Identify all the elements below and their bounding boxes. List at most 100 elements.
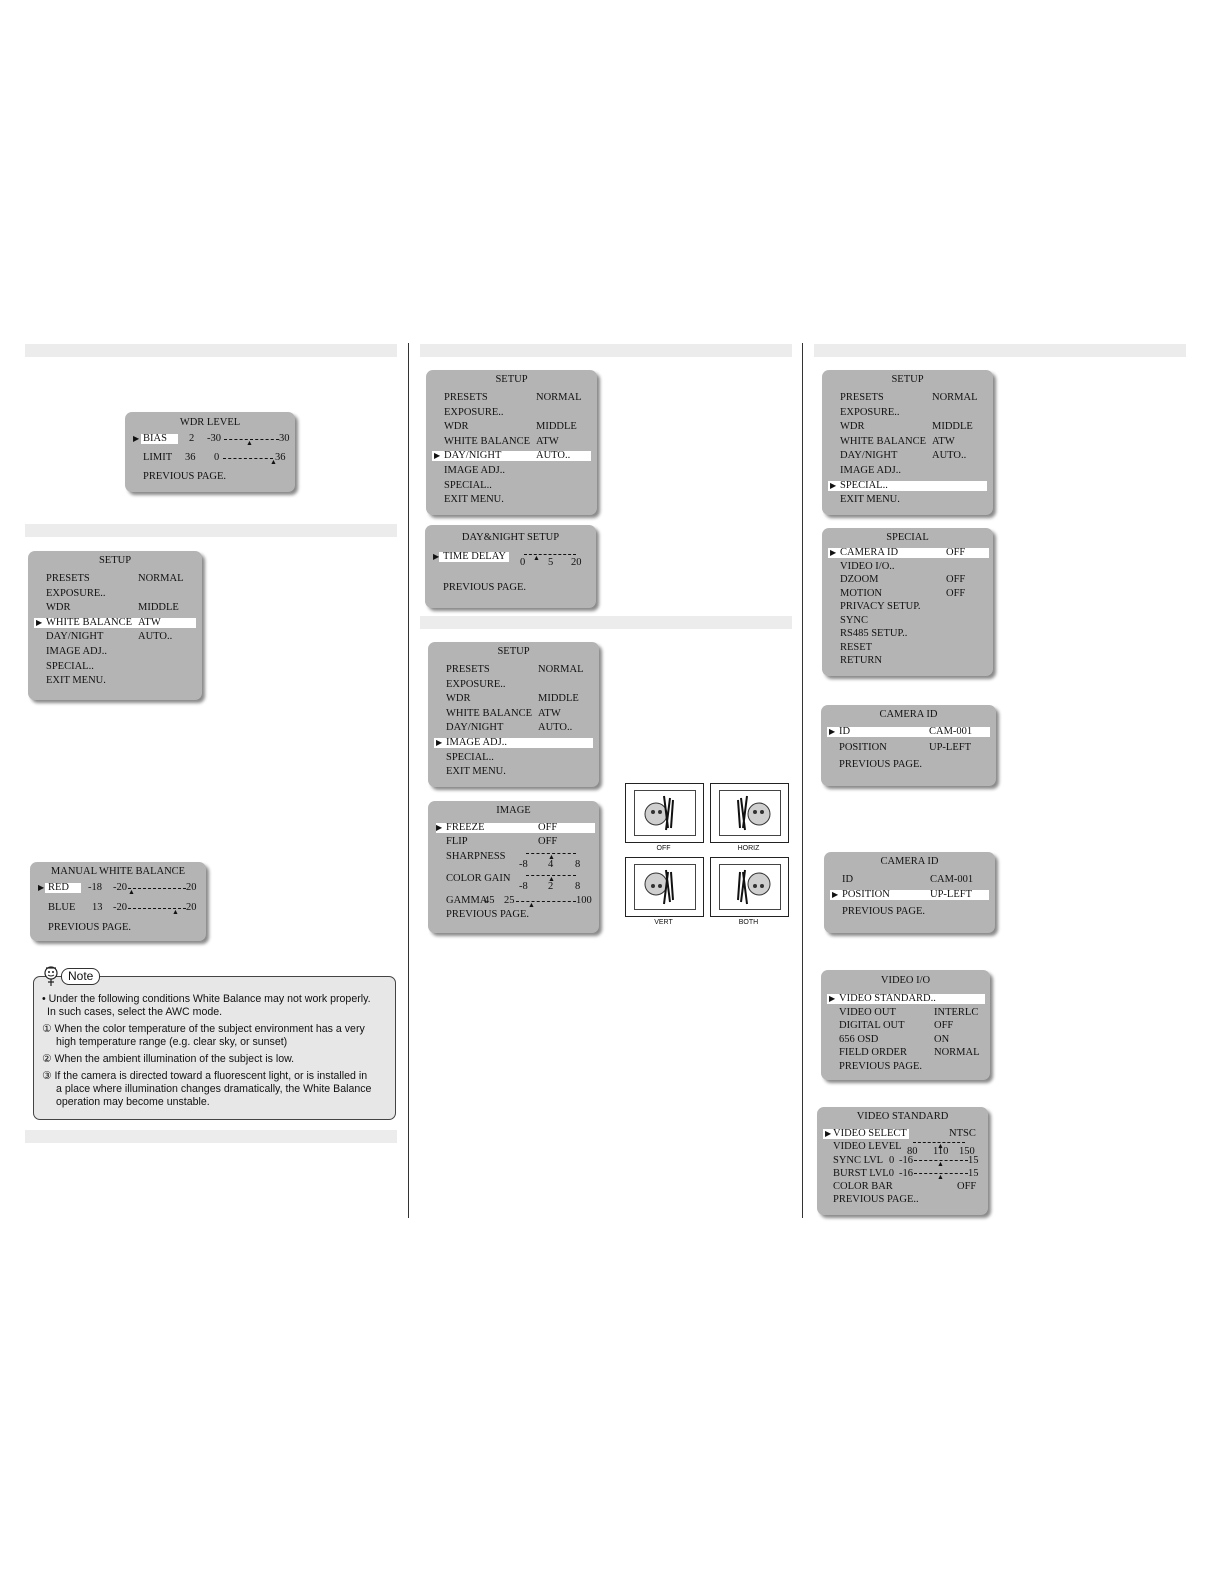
video-io-item-value: INTERLC	[934, 1006, 979, 1018]
setup-menu-item[interactable]: SPECIAL..	[46, 660, 196, 673]
setup-menu-item[interactable]: EXPOSURE..	[840, 406, 990, 419]
flip-row[interactable]: FLIP OFF	[446, 835, 596, 848]
previous-page-item[interactable]: PREVIOUS PAGE..	[833, 1194, 919, 1205]
color-gain-scale	[526, 875, 576, 876]
pointer-icon: ▶	[433, 552, 440, 561]
setup-menu-item[interactable]: IMAGE ADJ..	[840, 464, 990, 477]
special-menu-item[interactable]: RS485 SETUP..	[840, 627, 990, 640]
previous-page-item[interactable]: PREVIOUS PAGE.	[842, 906, 926, 917]
setup-item-value: AUTO..	[138, 631, 173, 643]
blue-row[interactable]: BLUE 13 -20	[48, 901, 198, 914]
video-level-row[interactable]: VIDEO LEVEL	[833, 1141, 902, 1152]
video-io-menu-item[interactable]: PREVIOUS PAGE.	[839, 1060, 989, 1073]
setup-menu-item[interactable]: EXPOSURE..	[46, 587, 196, 600]
setup-menu-item[interactable]: SPECIAL..	[444, 479, 594, 492]
flip-caption: VERT	[654, 919, 673, 926]
setup-item-value: MIDDLE	[538, 693, 579, 705]
setup-menu-item[interactable]: EXIT MENU.	[446, 765, 596, 778]
sync-level-marker-icon: ▲	[937, 1160, 944, 1168]
burst-level-row[interactable]: BURST LVL0 -16	[833, 1167, 985, 1180]
previous-page-item[interactable]: PREVIOUS PAGE.	[446, 909, 530, 920]
red-max: 20	[186, 882, 197, 893]
setup-menu-item[interactable]: EXPOSURE..	[444, 406, 594, 419]
previous-page-item[interactable]: PREVIOUS PAGE.	[443, 582, 527, 593]
gamma-row[interactable]: GAMMA 45 25	[446, 894, 596, 907]
setup-menu-item[interactable]: IMAGE ADJ..	[46, 645, 196, 658]
bias-row[interactable]: BIAS 2 -30	[143, 432, 293, 445]
setup-menu-item[interactable]: EXIT MENU.	[46, 674, 196, 687]
setup-menu-item[interactable]: IMAGE ADJ..	[446, 736, 596, 749]
color-bar-label: COLOR BAR	[833, 1181, 893, 1192]
previous-page-item[interactable]: PREVIOUS PAGE.	[839, 759, 923, 770]
setup-menu-item[interactable]: SPECIAL..	[446, 751, 596, 764]
special-menu-item[interactable]: PRIVACY SETUP.	[840, 600, 990, 613]
video-io-menu-item[interactable]: VIDEO STANDARD..	[839, 992, 989, 1005]
time-delay-value: 5	[548, 557, 554, 568]
wdr-level-menu: WDR LEVEL ▶ BIAS 2 -30 ▲ 30 LIMIT 36 0 ▲…	[125, 412, 295, 492]
flip-caption: BOTH	[738, 919, 759, 926]
camera-id-row[interactable]: ID CAM-001	[842, 873, 992, 886]
special-menu-item[interactable]: RESET	[840, 641, 990, 654]
setup-menu-item[interactable]: EXPOSURE..	[446, 678, 596, 691]
menu-title: VIDEO STANDARD	[856, 1111, 949, 1122]
sharpness-marker-icon: ▲	[548, 853, 555, 861]
previous-page-item[interactable]: PREVIOUS PAGE.	[143, 471, 227, 482]
menu-title: IMAGE	[496, 805, 531, 816]
sharpness-value: 4	[548, 859, 554, 870]
video-select-row[interactable]: VIDEO SELECT NTSC	[833, 1127, 985, 1140]
video-io-item-value: NORMAL	[934, 1047, 980, 1058]
limit-row[interactable]: LIMIT 36 0	[143, 451, 293, 464]
setup-menu-item[interactable]: SPECIAL..	[840, 479, 990, 492]
sharpness-row[interactable]: SHARPNESS	[446, 851, 506, 862]
blue-scale	[128, 908, 186, 909]
sync-level-row[interactable]: SYNC LVL 0 -16	[833, 1154, 985, 1167]
time-delay-row[interactable]: TIME DELAY	[443, 551, 506, 562]
sharpness-min: -8	[519, 859, 528, 870]
special-menu-item[interactable]: VIDEO I/O..	[840, 560, 990, 573]
position-row[interactable]: POSITION UP-LEFT	[842, 888, 992, 901]
color-gain-row[interactable]: COLOR GAIN	[446, 873, 511, 884]
video-io-item-label: PREVIOUS PAGE.	[839, 1060, 923, 1072]
setup-menu-item[interactable]: EXIT MENU.	[444, 493, 594, 506]
red-row[interactable]: RED -18 -20	[48, 881, 198, 894]
previous-page-item[interactable]: PREVIOUS PAGE.	[48, 922, 132, 933]
pointer-icon: ▶	[829, 994, 836, 1003]
camera-id-row[interactable]: ID CAM-001	[839, 725, 989, 738]
pointer-icon: ▶	[830, 480, 837, 490]
color-bar-row[interactable]: COLOR BAR OFF	[833, 1180, 985, 1193]
special-menu-item[interactable]: SYNC	[840, 614, 990, 627]
freeze-row[interactable]: FREEZE OFF	[446, 821, 596, 834]
id-label: ID	[839, 726, 851, 737]
setup-item-value: AUTO..	[538, 722, 573, 734]
position-row[interactable]: POSITION UP-LEFT	[839, 741, 989, 754]
setup-menu-item[interactable]: IMAGE ADJ..	[444, 464, 594, 477]
setup-item-value: NORMAL	[932, 392, 978, 403]
id-label: ID	[842, 874, 854, 885]
setup-item-label: EXIT MENU.	[444, 494, 504, 506]
setup-menu-item[interactable]: EXIT MENU.	[840, 493, 990, 506]
special-menu-item[interactable]: RETURN	[840, 654, 990, 667]
